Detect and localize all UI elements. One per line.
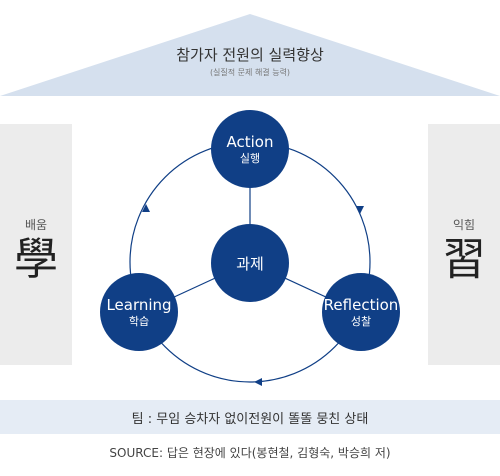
source-caption: SOURCE: 답은 현장에 있다(봉현철, 김형숙, 박승희 저)	[109, 446, 391, 460]
node-learning-ko: 학습	[128, 314, 150, 328]
node-learning: Learning 학습	[100, 273, 178, 351]
arrow-right	[356, 206, 364, 214]
roof-subtitle: (실질적 문제 해결 능력)	[209, 68, 291, 77]
node-reflection-ko: 성찰	[350, 314, 372, 328]
left-pillar-label: 배움	[24, 218, 48, 232]
node-center: 과제	[211, 224, 289, 302]
arrow-bottom	[254, 378, 262, 386]
left-pillar-hanja: 學	[14, 234, 58, 285]
team-bar: 팀 : 무임 승차자 없이전원이 똘똘 뭉친 상태	[0, 400, 500, 434]
node-reflection-en: Reflection	[323, 295, 399, 314]
right-pillar-label: 익힘	[452, 218, 476, 232]
roof	[0, 0, 500, 100]
left-pillar: 배움 學	[0, 124, 72, 365]
team-text: 팀 : 무임 승차자 없이전원이 똘똘 뭉친 상태	[131, 411, 369, 427]
node-action-ko: 실행	[239, 151, 261, 165]
node-center-ko: 과제	[236, 254, 264, 273]
right-pillar-hanja: 習	[442, 234, 486, 285]
node-learning-en: Learning	[106, 295, 172, 314]
arrow-left	[142, 204, 150, 212]
roof-shape	[0, 14, 500, 96]
node-action: Action 실행	[211, 110, 289, 188]
node-reflection: Reflection 성찰	[322, 273, 400, 351]
roof-title: 참가자 전원의 실력향상	[176, 46, 324, 64]
right-pillar: 익힘 習	[428, 124, 500, 365]
node-action-en: Action	[226, 132, 274, 151]
